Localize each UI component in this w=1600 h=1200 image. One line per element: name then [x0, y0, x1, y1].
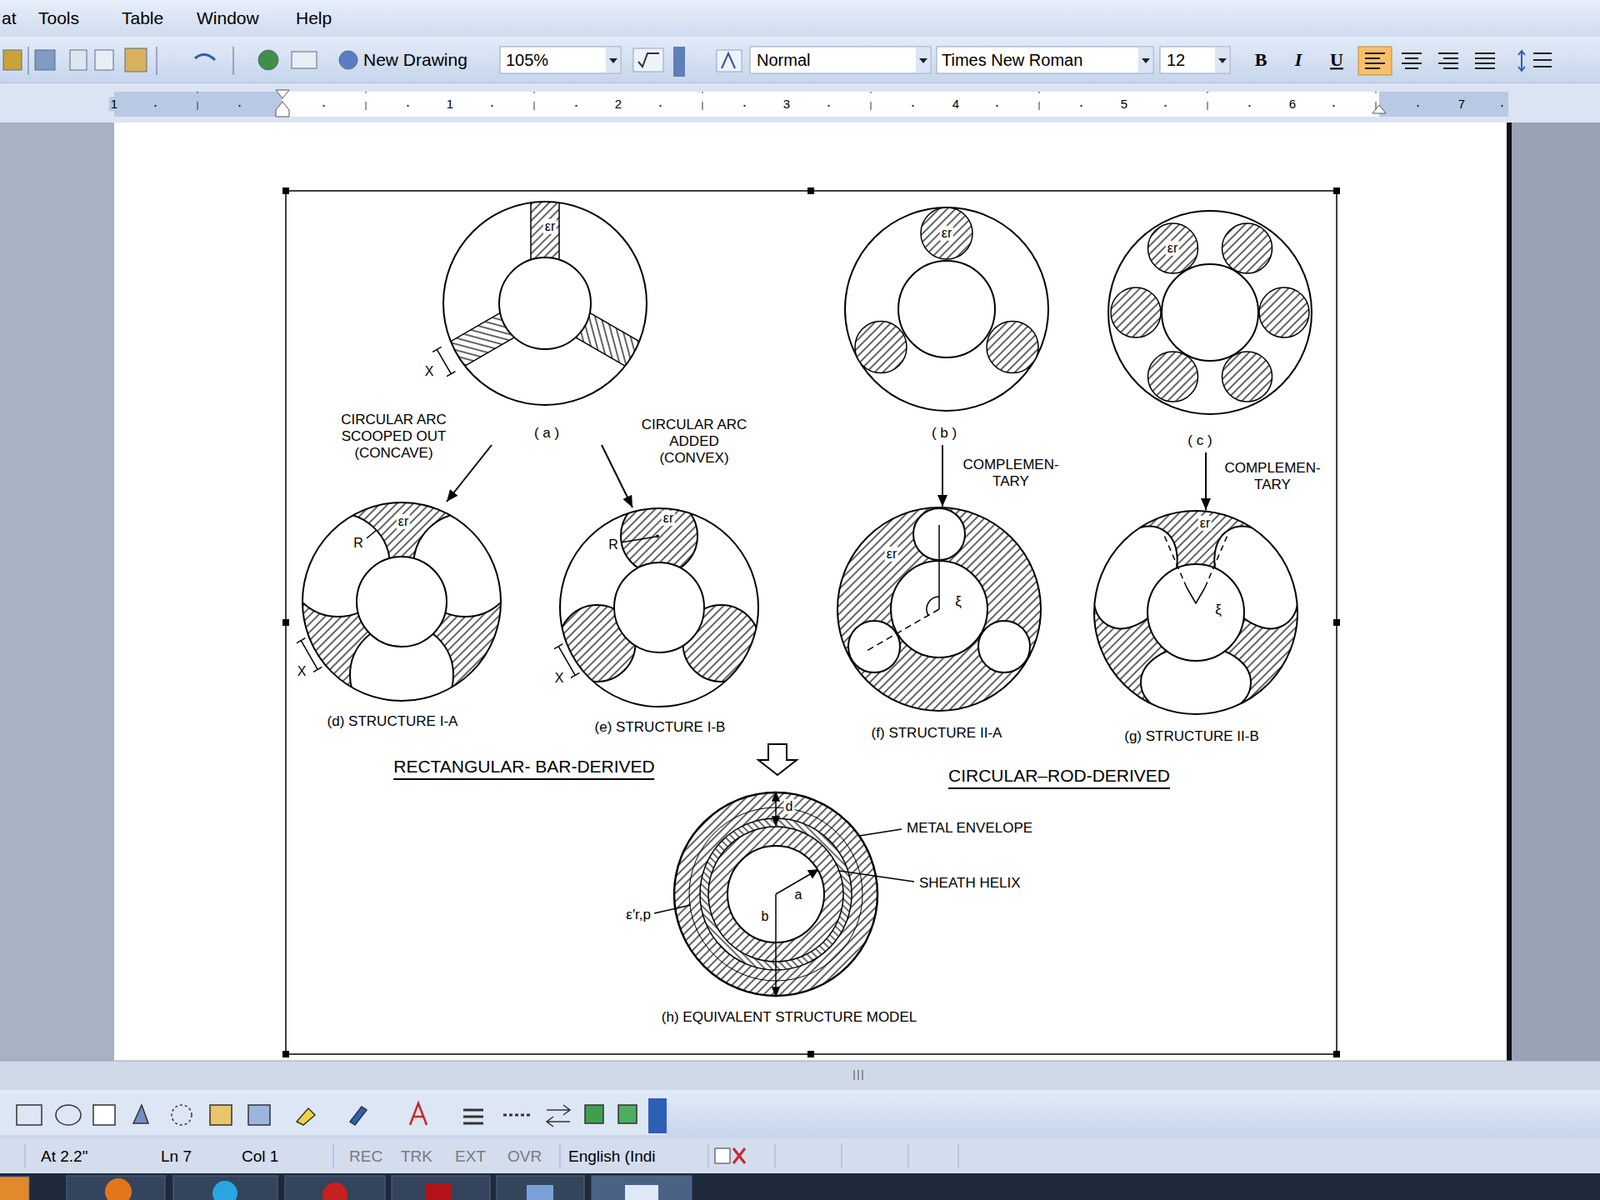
figure-node: (h) EQUIVALENT STRUCTURE MODEL	[674, 792, 878, 1029]
part-label: SHEATH HELIX	[919, 875, 1021, 892]
ruler-number: 1	[109, 96, 120, 111]
connector-arrow	[937, 445, 948, 507]
status-field: OVR	[507, 1147, 542, 1166]
status-field: EXT	[455, 1147, 486, 1166]
arrow-head	[937, 495, 948, 507]
dimension-label: R	[353, 535, 364, 551]
group-heading: CIRCULAR–ROD-DERIVED	[948, 765, 1170, 790]
underline-button: U	[1330, 49, 1344, 70]
angle-label: ξ	[955, 593, 962, 610]
figure-caption: (f) STRUCTURE II-A	[871, 725, 1003, 742]
material-label: εr	[1198, 515, 1212, 531]
menu-item: Tools	[38, 8, 80, 29]
figure-node: ( b )	[845, 207, 1049, 445]
angle-label: ξ	[1215, 601, 1222, 619]
figure-caption: (g) STRUCTURE II-B	[1124, 728, 1260, 745]
material-label: εr	[543, 219, 557, 235]
menu-item: Help	[295, 8, 332, 29]
connector-arrow	[601, 445, 633, 508]
figure-caption: (h) EQUIVALENT STRUCTURE MODEL	[661, 1009, 917, 1026]
dimension-label: b	[761, 909, 770, 925]
figure-node: ( a )	[443, 201, 647, 445]
material-label: εr	[396, 514, 410, 530]
figure-caption: ( b )	[931, 425, 957, 442]
status-field: Col 1	[241, 1147, 279, 1166]
dimension-label: X	[425, 364, 435, 380]
dimension-label: X	[297, 664, 307, 680]
status-field: Ln 7	[160, 1147, 192, 1166]
figure-node: (e) STRUCTURE I-B	[560, 508, 759, 739]
ruler-number: 4	[952, 96, 960, 111]
italic-button: I	[1295, 49, 1303, 70]
dimension-label: X	[555, 670, 565, 686]
menu-item: Table	[121, 8, 164, 29]
figure-node: ( c )	[1108, 210, 1312, 452]
connector-arrow	[1200, 452, 1211, 510]
material-label: ε′r,p	[625, 906, 651, 924]
status-field: REC	[349, 1147, 383, 1166]
material-label: εr	[661, 510, 675, 526]
connector-arrow	[446, 445, 492, 502]
edge-label: CIRCULAR ARC ADDED (CONVEX)	[635, 416, 753, 467]
dimension-label: R	[608, 537, 619, 553]
figure-node: (g) STRUCTURE II-B	[1094, 510, 1298, 748]
style-field: Normal	[756, 50, 810, 70]
status-field: English (Indi	[568, 1147, 656, 1166]
edge-label: COMPLEMEN- TARY	[1218, 460, 1327, 494]
status-field: At 2.2"	[40, 1147, 88, 1166]
part-label: METAL ENVELOPE	[906, 820, 1033, 837]
menu-item: at	[1, 8, 17, 29]
edge-label: CIRCULAR ARC SCOOPED OUT (CONCAVE)	[333, 411, 455, 462]
figure-node: (f) STRUCTURE II-A	[837, 507, 1041, 745]
font-field: Times New Roman	[941, 50, 1083, 70]
ruler-number: 1	[446, 96, 454, 111]
connector-line	[446, 445, 492, 502]
ruler-number: 7	[1456, 96, 1467, 111]
figure-node: (d) STRUCTURE I-A	[302, 502, 501, 733]
dimension-label: d	[784, 799, 795, 815]
ruler-number: 5	[1120, 96, 1128, 111]
bold-button: B	[1255, 49, 1268, 70]
figure-caption: ( c )	[1187, 432, 1212, 450]
figure-caption: ( a )	[534, 425, 560, 442]
material-label: εr	[1165, 240, 1180, 256]
menu-item: Window	[196, 8, 260, 29]
size-field: 12	[1166, 50, 1185, 70]
ruler-number: 6	[1289, 96, 1296, 111]
material-label: εr	[940, 225, 954, 241]
group-heading: RECTANGULAR- BAR-DERIVED	[393, 756, 655, 780]
dimension-label: a	[795, 887, 803, 903]
toolbar-button: New Drawing	[363, 50, 468, 70]
ruler-number: 3	[783, 96, 790, 111]
arrow-head	[1200, 498, 1211, 510]
connector-line	[601, 445, 633, 508]
figure-caption: (e) STRUCTURE I-B	[595, 719, 726, 736]
arrow-head	[446, 489, 458, 502]
material-label: εr	[885, 546, 899, 562]
ruler-number: 2	[615, 96, 622, 111]
zoom-field: 105%	[505, 50, 549, 70]
arrow-head	[622, 495, 633, 508]
status-field: TRK	[400, 1147, 433, 1166]
figure-caption: (d) STRUCTURE I-A	[327, 713, 459, 730]
edge-label: COMPLEMEN- TARY	[956, 456, 1065, 490]
